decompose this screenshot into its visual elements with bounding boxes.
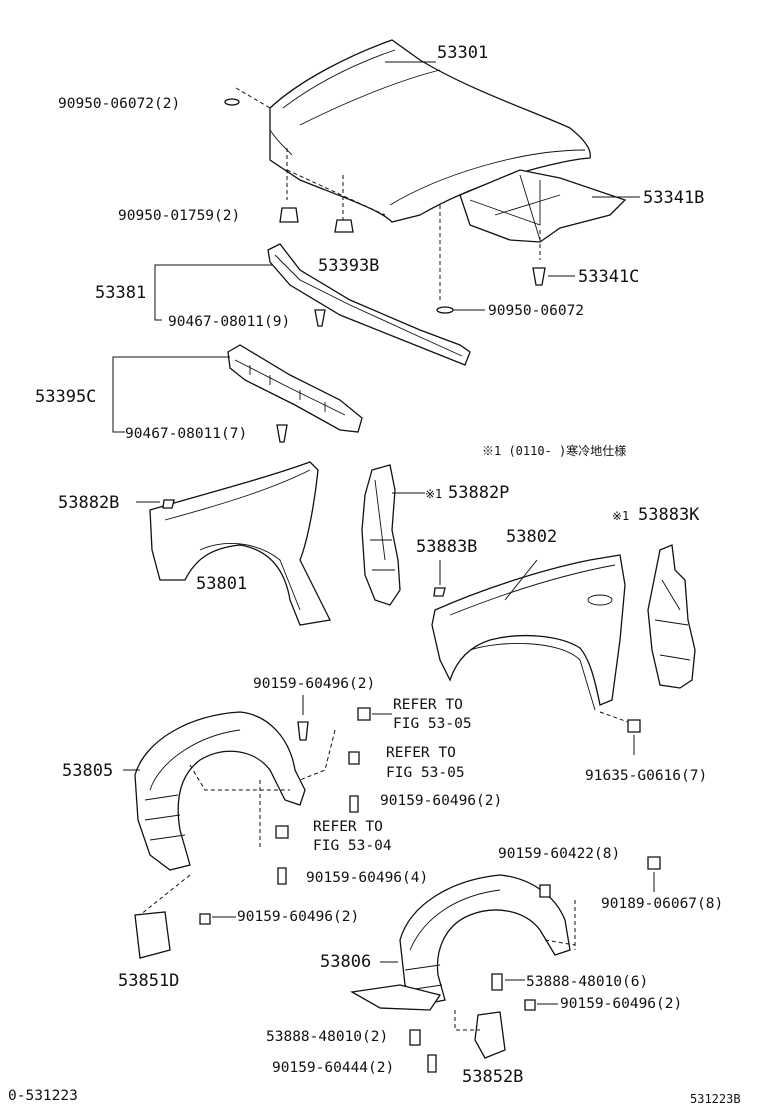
ref-2b: FIG 53-05 xyxy=(386,765,465,781)
clip-icon xyxy=(409,1029,421,1046)
fender-right xyxy=(431,554,626,711)
screw-icon xyxy=(276,424,288,443)
mark-1-53882P: ※1 xyxy=(425,487,442,501)
label-90950-06072: 90950-06072 xyxy=(488,303,584,319)
clip-icon xyxy=(627,719,641,733)
hood-seal-retainer xyxy=(267,243,471,366)
ref-2a: REFER TO xyxy=(386,745,456,761)
label-53883K: 53883K xyxy=(638,505,700,525)
label-90159-60422: 90159-60422(8) xyxy=(498,846,620,862)
fender-seal-right xyxy=(647,544,696,689)
fender-left xyxy=(149,461,331,626)
label-53341B: 53341B xyxy=(643,188,704,208)
label-90467-08011-9: 90467-08011(9) xyxy=(168,314,290,330)
mark-1-53883K: ※1 xyxy=(612,509,629,523)
label-53883B: 53883B xyxy=(416,537,477,557)
label-90159-60496-b: 90159-60496(2) xyxy=(380,793,502,809)
label-53393B: 53393B xyxy=(318,256,379,276)
ref-1a: REFER TO xyxy=(393,697,463,713)
clip-icon xyxy=(647,856,661,870)
clip-icon xyxy=(275,825,289,839)
label-90159-60444: 90159-60444(2) xyxy=(272,1060,394,1076)
clip-icon xyxy=(532,267,546,286)
fender-liner-right xyxy=(350,874,571,1011)
label-53888-48010-2: 53888-48010(2) xyxy=(266,1029,388,1045)
label-90159-60496-c: 90159-60496(4) xyxy=(306,870,428,886)
clip-icon xyxy=(357,707,371,721)
label-90467-08011-7: 90467-08011(7) xyxy=(125,426,247,442)
clip-icon xyxy=(348,751,360,765)
clip-icon xyxy=(334,219,354,233)
screw-icon xyxy=(297,721,309,741)
ref-3b: FIG 53-04 xyxy=(313,838,392,854)
label-90950-01759: 90950-01759(2) xyxy=(118,208,240,224)
fender-seal-left xyxy=(361,464,401,606)
label-53301: 53301 xyxy=(437,43,488,63)
label-53851D: 53851D xyxy=(118,971,179,991)
label-90189-06067: 90189-06067(8) xyxy=(601,896,723,912)
hood-insulator xyxy=(459,169,627,243)
cushion-icon xyxy=(224,98,240,106)
screw-icon xyxy=(491,973,503,991)
ref-3a: REFER TO xyxy=(313,819,383,835)
label-90159-60496-e: 90159-60496(2) xyxy=(560,996,682,1012)
label-53852B: 53852B xyxy=(462,1067,523,1087)
screw-icon xyxy=(524,999,536,1011)
label-53806: 53806 xyxy=(320,952,371,972)
label-90159-60496-a: 90159-60496(2) xyxy=(253,676,375,692)
hood-lock-support xyxy=(227,344,363,433)
note-cold-spec: ※1 (0110- )寒冷地仕様 xyxy=(482,443,626,458)
clip-icon xyxy=(433,587,446,597)
footer-right-code: 531223B xyxy=(690,1092,741,1106)
label-53802: 53802 xyxy=(506,527,557,547)
label-53888-48010-6: 53888-48010(6) xyxy=(526,974,648,990)
label-90159-60496-d: 90159-60496(2) xyxy=(237,909,359,925)
clip-icon xyxy=(162,499,175,509)
label-53341C: 53341C xyxy=(578,267,639,287)
label-90950-06072-2: 90950-06072(2) xyxy=(58,96,180,112)
screw-icon xyxy=(199,913,211,925)
hood-panel xyxy=(269,39,591,223)
screw-icon xyxy=(539,884,551,898)
label-53882P: 53882P xyxy=(448,483,509,503)
ref-1b: FIG 53-05 xyxy=(393,716,472,732)
cushion-icon xyxy=(279,207,299,223)
cushion-icon xyxy=(436,306,454,314)
label-91635-G0616: 91635-G0616(7) xyxy=(585,768,707,784)
fender-liner-left xyxy=(134,711,306,871)
screw-icon xyxy=(277,867,287,885)
screw-icon xyxy=(349,795,359,813)
label-53805: 53805 xyxy=(62,761,113,781)
screw-icon xyxy=(427,1054,437,1073)
label-53801: 53801 xyxy=(196,574,247,594)
screw-icon xyxy=(314,309,326,327)
footer-left-code: 0-531223 xyxy=(8,1088,78,1104)
mudguard-right xyxy=(474,1011,506,1059)
label-53381: 53381 xyxy=(95,283,146,303)
label-53882B: 53882B xyxy=(58,493,119,513)
mudguard-left xyxy=(134,911,171,959)
label-53395C: 53395C xyxy=(35,387,96,407)
